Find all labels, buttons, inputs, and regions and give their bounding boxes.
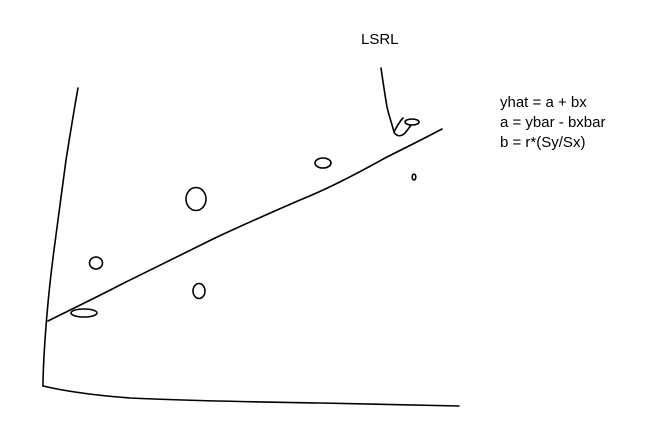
data-point xyxy=(314,157,332,169)
data-point xyxy=(70,308,98,318)
formula-block: yhat = a + bx a = ybar - bxbar b = r*(Sy… xyxy=(500,93,605,153)
y-axis xyxy=(42,87,79,387)
lsrl-pointer-tip xyxy=(393,117,404,133)
regression-line xyxy=(47,128,443,322)
data-point xyxy=(404,118,420,126)
formula-line-yhat: yhat = a + bx xyxy=(500,94,587,111)
data-point xyxy=(411,173,417,181)
data-point xyxy=(192,282,206,300)
x-axis xyxy=(42,385,460,407)
lsrl-label: LSRL xyxy=(361,31,399,48)
formula-line-slope: b = r*(Sy/Sx) xyxy=(500,134,586,151)
data-point xyxy=(185,186,207,212)
formula-line-intercept: a = ybar - bxbar xyxy=(500,114,606,131)
lsrl-pointer-arrow xyxy=(380,67,412,137)
data-point xyxy=(88,256,104,270)
